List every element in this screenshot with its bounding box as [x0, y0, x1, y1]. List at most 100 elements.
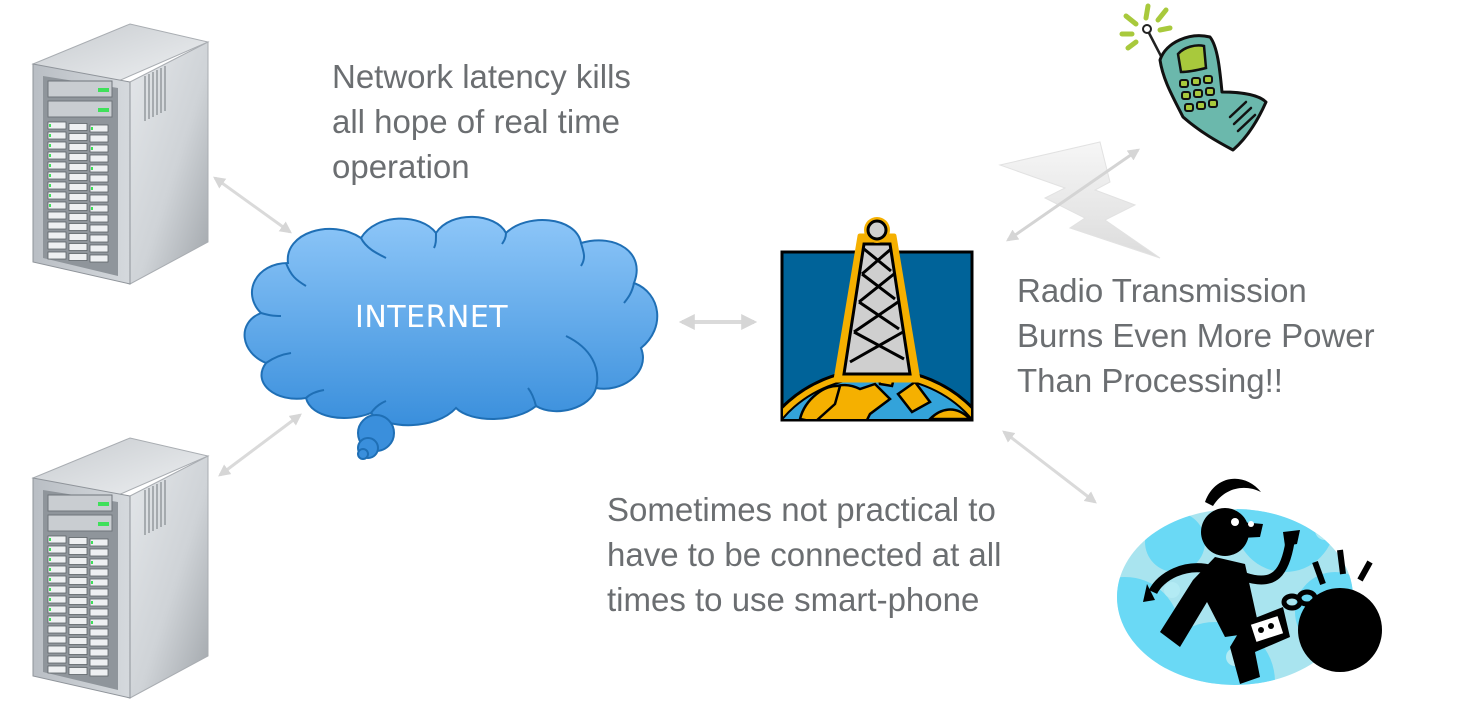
drive-bay — [89, 628, 109, 637]
drive-bay — [68, 597, 88, 605]
drive-bay — [68, 193, 88, 201]
drive-bay — [68, 647, 88, 655]
drive-bay — [68, 183, 88, 191]
drive-bay — [47, 645, 67, 654]
drive-led — [49, 538, 51, 541]
drive-bay — [89, 638, 109, 647]
drive-led — [49, 144, 51, 147]
drive-led — [91, 127, 93, 130]
drive-bay — [89, 548, 109, 557]
drive-led — [91, 147, 93, 150]
drive-bay — [68, 657, 88, 665]
drive-bay — [47, 201, 67, 210]
drive-bay — [89, 668, 109, 677]
drive-bay — [68, 223, 88, 231]
drive-bay — [68, 133, 88, 141]
drive-bay — [47, 555, 67, 564]
caption-line: all hope of real time — [332, 103, 620, 140]
wireless-link — [998, 141, 1161, 259]
drive-bay — [89, 174, 109, 183]
drive-bay — [89, 144, 109, 153]
drive-bay — [47, 241, 67, 250]
drive-bay — [89, 648, 109, 657]
drive-led — [91, 207, 93, 210]
drive-bay — [89, 608, 109, 617]
drive-bay — [68, 143, 88, 151]
drive-bay — [89, 184, 109, 193]
drive-led — [49, 194, 51, 197]
drive-led — [49, 618, 51, 621]
drive-led — [91, 621, 93, 624]
drive-bays — [47, 535, 109, 677]
internet-label: INTERNET — [355, 300, 509, 335]
drive-bay — [68, 567, 88, 575]
drive-bay — [89, 254, 109, 263]
caption-always-connected: Sometimes not practical to have to be co… — [607, 487, 1001, 622]
drive-led — [49, 174, 51, 177]
caption-latency: Network latency kills all hope of real t… — [332, 54, 631, 189]
drive-bay — [68, 123, 88, 131]
arrow-server-bottom-internet — [218, 413, 302, 477]
drive-bay — [89, 224, 109, 233]
drive-bay — [68, 617, 88, 625]
drive-led — [49, 548, 51, 551]
drive-led — [91, 167, 93, 170]
drive-bay — [89, 658, 109, 667]
drive-led — [49, 154, 51, 157]
drive-led — [49, 578, 51, 581]
drive-bay — [47, 161, 67, 170]
caption-line: have to be connected at all — [607, 536, 1002, 573]
drive-bay — [47, 191, 67, 200]
drive-bay — [47, 585, 67, 594]
drive-led — [49, 184, 51, 187]
drive-bay — [68, 233, 88, 241]
drive-bay — [68, 637, 88, 645]
drive-led — [49, 568, 51, 571]
drive-led — [49, 558, 51, 561]
drive-bay — [47, 231, 67, 240]
lightning-bolt-icon — [998, 141, 1161, 259]
drive-bay — [68, 537, 88, 545]
drive-bay — [89, 578, 109, 587]
drive-bay — [47, 595, 67, 604]
drive-led — [49, 134, 51, 137]
drive-bay — [68, 547, 88, 555]
caption-line: Radio Transmission — [1017, 272, 1307, 309]
drive-bay — [47, 121, 67, 130]
drive-led — [91, 187, 93, 190]
drive-bay — [47, 131, 67, 140]
drive-bay — [89, 154, 109, 163]
drive-bay — [68, 163, 88, 171]
caption-line: operation — [332, 148, 470, 185]
drive-bay — [89, 588, 109, 597]
drive-bay — [47, 625, 67, 634]
drive-bay — [89, 194, 109, 203]
caption-line: times to use smart-phone — [607, 581, 980, 618]
drive-bay — [89, 598, 109, 607]
drive-bay — [47, 655, 67, 664]
drive-bay — [47, 211, 67, 220]
drive-bay — [89, 204, 109, 213]
drive-led — [49, 124, 51, 127]
arrow-tower-phone — [1006, 148, 1140, 242]
drive-bay — [47, 251, 67, 260]
drive-bay — [47, 545, 67, 554]
drive-bay — [89, 558, 109, 567]
drive-bay — [68, 213, 88, 221]
drive-bay — [47, 151, 67, 160]
drive-led — [49, 164, 51, 167]
arrow-tower-chained-man — [1002, 430, 1097, 504]
drive-bay — [68, 557, 88, 565]
drive-bay — [68, 667, 88, 675]
drive-bay — [68, 607, 88, 615]
drive-led — [91, 581, 93, 584]
drive-bay — [68, 173, 88, 181]
drive-bay — [68, 627, 88, 635]
drive-bay — [89, 124, 109, 133]
drive-bay — [68, 253, 88, 261]
drive-led — [91, 601, 93, 604]
drive-led — [49, 608, 51, 611]
drive-bay — [68, 203, 88, 211]
caption-line: Network latency kills — [332, 58, 631, 95]
